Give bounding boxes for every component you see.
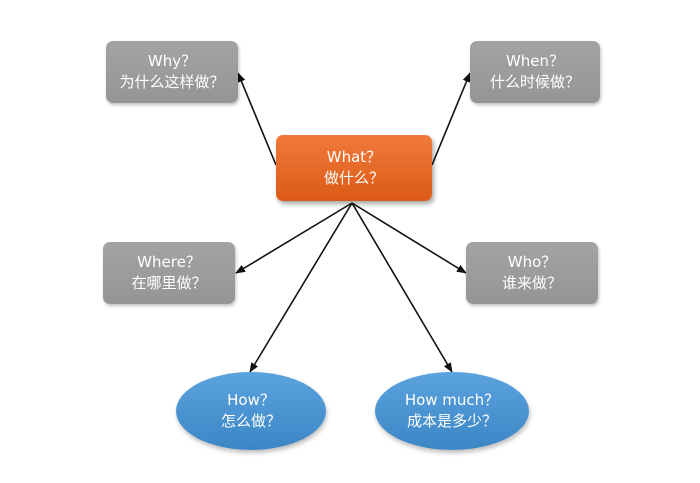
arrow-to-when xyxy=(431,72,471,166)
where-box: Where？ 在哪里做？ xyxy=(103,242,235,304)
how-much-en-label: How much？ xyxy=(404,391,500,409)
who-zh-label: 谁来做？ xyxy=(501,274,562,292)
when-box: When？ 什么时候做？ xyxy=(470,41,600,103)
when-zh-label: 什么时候做？ xyxy=(489,73,580,91)
arrow-to-why xyxy=(237,72,277,166)
who-box: Who？ 谁来做？ xyxy=(466,242,598,304)
where-zh-label: 在哪里做？ xyxy=(131,274,207,292)
where-en-label: Where？ xyxy=(137,253,201,271)
why-box: Why？ 为什么这样做？ xyxy=(106,41,238,103)
arrow-to-how-much xyxy=(351,202,453,373)
arrow-to-how xyxy=(249,202,353,373)
how-much-zh-label: 成本是多少？ xyxy=(406,412,497,430)
arrow-to-where xyxy=(235,202,353,274)
what-zh-label: 做什么？ xyxy=(323,169,384,187)
when-en-label: When？ xyxy=(505,52,565,70)
how-much-ellipse: How much？ 成本是多少？ xyxy=(375,372,529,450)
how-en-label: How？ xyxy=(227,391,275,409)
arrow-to-who xyxy=(351,202,467,274)
why-zh-label: 为什么这样做？ xyxy=(119,73,225,91)
who-en-label: Who？ xyxy=(507,253,557,271)
what-center-box: What？ 做什么？ xyxy=(276,135,432,201)
how-ellipse: How？ 怎么做？ xyxy=(176,372,326,450)
what-en-label: What？ xyxy=(326,148,382,166)
how-zh-label: 怎么做？ xyxy=(220,412,281,430)
why-en-label: Why？ xyxy=(147,52,197,70)
